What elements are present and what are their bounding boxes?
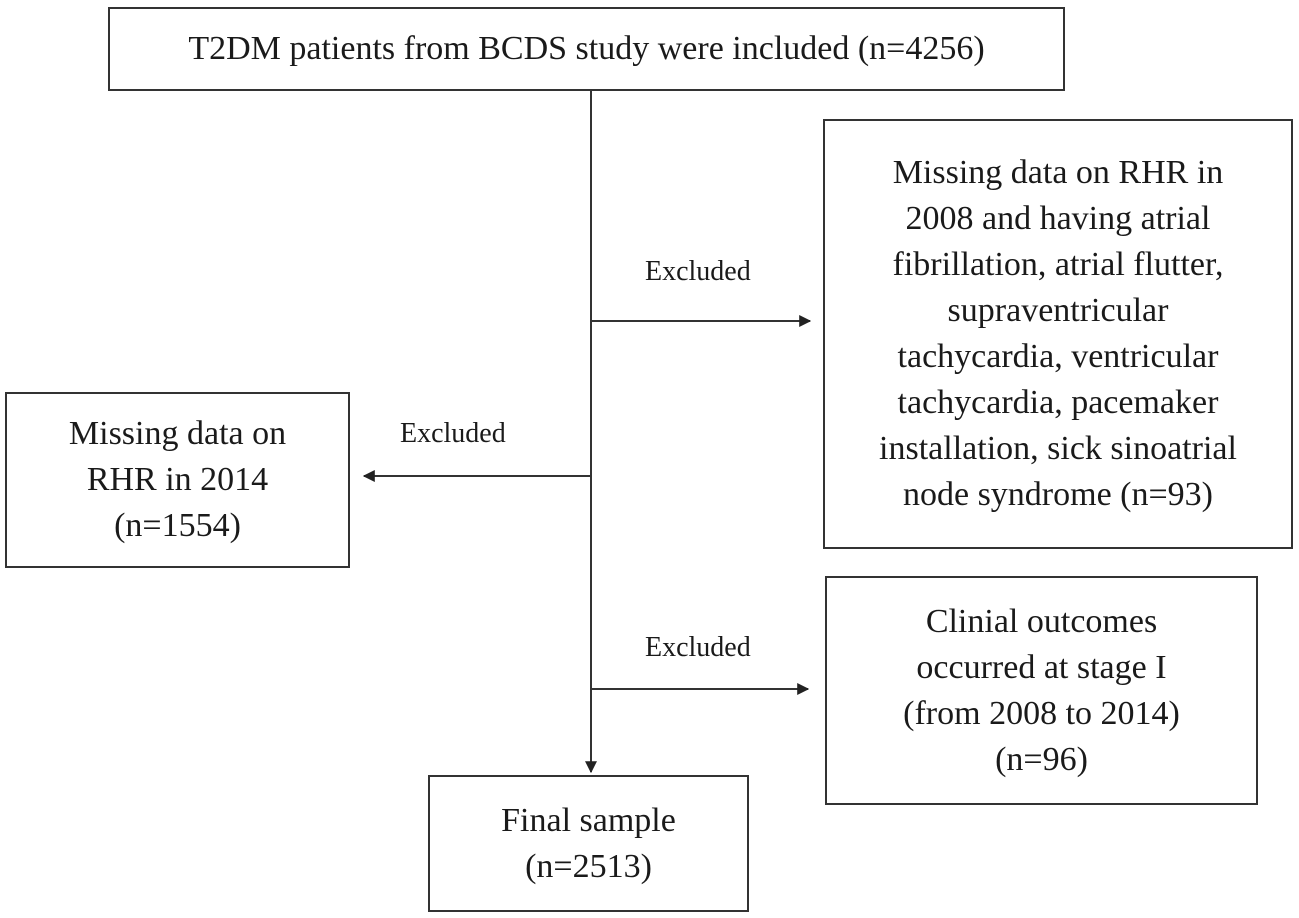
final-sample-line: (n=2513) [525, 847, 652, 885]
start-box: T2DM patients from BCDS study were inclu… [108, 7, 1065, 91]
excluded-rhr-2008-line: tachycardia, ventricular [897, 338, 1219, 375]
excluded-outcomes-line: (n=96) [995, 740, 1088, 778]
excluded-rhr-2014-line: Missing data on [68, 415, 287, 452]
excluded-rhr-2014-line: (n=1554) [114, 507, 241, 544]
excluded-outcomes-line: occurred at stage I [916, 648, 1167, 686]
excluded-label-rhr-2008: Excluded [645, 256, 751, 287]
excluded-label-outcomes: Excluded [645, 632, 751, 663]
excluded-rhr-2008-line: supraventricular [947, 292, 1169, 329]
excluded-rhr-2008-line: installation, sick sinoatrial [879, 430, 1237, 467]
excluded-rhr-2008-box: Missing data on RHR in 2008 and having a… [823, 119, 1293, 549]
excluded-outcomes-box: Clinial outcomes occurred at stage I (fr… [825, 576, 1258, 805]
excluded-rhr-2014-line: RHR in 2014 [86, 461, 269, 498]
final-sample-line: Final sample [501, 801, 676, 839]
final-sample-box: Final sample (n=2513) [428, 775, 749, 912]
excluded-outcomes-line: Clinial outcomes [925, 602, 1158, 640]
excluded-rhr-2008-line: 2008 and having atrial [905, 200, 1211, 237]
excluded-rhr-2008-line: Missing data on RHR in [892, 154, 1224, 191]
excluded-rhr-2008-line: node syndrome (n=93) [902, 476, 1213, 513]
excluded-label-rhr-2014: Excluded [400, 418, 506, 449]
excluded-rhr-2008-line: tachycardia, pacemaker [897, 384, 1219, 421]
excluded-rhr-2008-line: fibrillation, atrial flutter, [892, 246, 1224, 283]
start-text-line: T2DM patients from BCDS study were inclu… [188, 30, 985, 67]
excluded-outcomes-line: (from 2008 to 2014) [903, 694, 1180, 732]
excluded-rhr-2014-box: Missing data on RHR in 2014 (n=1554) [5, 392, 350, 568]
